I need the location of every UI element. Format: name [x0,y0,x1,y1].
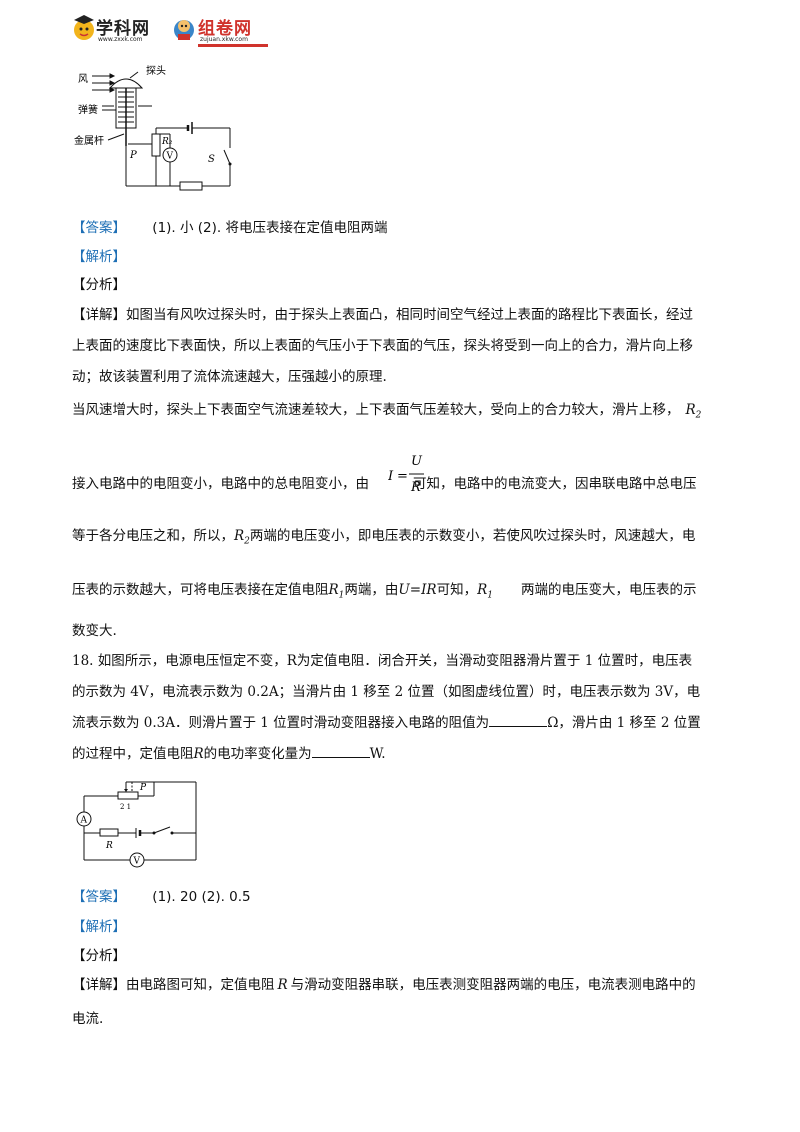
fig1-r2-label: R₂ [161,137,173,147]
q18-detail-text1a: 由电路图可知，定值电阻 [126,977,275,993]
q17-p2-text3a: 等于各分电压之和，所以， [72,528,234,544]
fig1-p-label: P [129,150,137,161]
q17-p2-sub4b: 1 [487,590,493,601]
q17-fenxi: 【分析】 [72,277,126,293]
mascot-icon [174,20,194,40]
q17-p2-line2: 接入电路中的电阻变小，电路中的总电阻变小，由 可知，电路中的电流变大，因串联电路中… [72,474,732,494]
q18-var4: R [193,746,204,762]
xueke-logo: 学科网 www.zxxk.com [72,12,164,48]
fig2-p-label: P [139,783,147,793]
q17-detail-line3: 动；故该装置利用了流体流速越大，压强越小的原理. [72,369,387,385]
q17-detail-tag: 【详解】 [72,307,126,323]
q18-line3: 流表示数为 0.3A．则滑片置于 1 位置时滑动变阻器接入电路的阻值为 Ω，滑片由… [72,713,732,733]
q17-p2-var4: R [328,582,339,598]
fig2-r-label: R [105,841,113,851]
q17-p2-text2a: 接入电路中的电阻变小，电路中的总电阻变小，由 [72,476,369,492]
q18-answer-text: (1). 20 (2). 0.5 [152,889,251,905]
q17-p2-text4d: 两端的电压变大，电压表的示 [521,582,697,598]
q17-p2-text1: 当风速增大时，探头上下表面空气流速差较大，上下表面气压差较大，受向上的合力较大，… [72,402,680,418]
q17-p2-line3: 等于各分电压之和，所以，R2两端的电压变小，即电压表的示数变小，若使风吹过探头时… [72,526,732,552]
q17-detail-line2: 上表面的速度比下表面快，所以上表面的气压小于下表面的气压，探头将受到一向上的合力… [72,338,693,354]
logo2-url: zujuan.xkw.com [200,36,248,43]
q18-blank2 [311,745,370,758]
q17-analysis-label: 【解析】 [72,249,126,265]
q17-detail-text1: 如图当有风吹过探头时，由于探头上表面凸，相同时间空气经过上表面的路程比下表面长，… [126,307,693,323]
q17-detail-line1: 【详解】如图当有风吹过探头时，由于探头上表面凸，相同时间空气经过上表面的路程比下… [72,305,732,325]
rheostat [117,791,139,800]
q18-detail-line2: 电流. [72,1011,104,1027]
q17-p2-text3b: 两端的电压变小，即电压表的示数变小，若使风吹过探头时，风速越大，电 [249,528,696,544]
q17-p2-sub4: 1 [338,590,345,601]
r1-resistor [179,181,203,191]
probe-dome [108,78,144,89]
wind-probe-circuit-diagram: 风 探头 弹簧 金属杆 R₁ S R₂ P V [74,64,232,191]
fig1-v-label: V [166,152,174,162]
q17-p2-var-r: R [685,402,696,418]
fig1-rod-label: 金属杆 [74,134,104,147]
q18-line4: 的过程中，定值电阻R的电功率变化量为 W. [72,744,732,764]
q17-p2-line1: 当风速增大时，探头上下表面空气流速差较大，上下表面气压差较大，受向上的合力较大，… [72,400,732,426]
q17-p2-var3: R [234,528,245,544]
fig2-pos-label: 2 1 [120,803,131,811]
formula-num: U [411,454,423,469]
q18-blank1 [489,714,548,727]
q18-analysis: 【解析】 [72,917,732,937]
q18-text4c: W. [369,746,386,762]
slider-arrow [124,789,128,792]
q17-p2-var4b: R [477,582,488,598]
switch [153,826,171,834]
q18-line2: 的示数为 4V，电流表示数为 0.2A；当滑片由 1 移至 2 位置（如图虚线位… [72,684,701,700]
logo1-name: 学科网 [96,19,150,39]
formula-den: R [410,480,421,495]
q18-detail-var: R [277,977,288,993]
q17-p2-sub3: 2 [244,536,250,547]
q18-line1: 18. 如图所示，电源电压恒定不变，R为定值电阻．闭合开关，当滑动变阻器滑片置于… [72,653,693,669]
fig2-v-label: V [133,857,141,867]
formula-eq: = [397,469,408,484]
q18-analysis-label: 【解析】 [72,919,126,935]
mascot-icon [74,15,94,40]
q18-text4a: 的过程中，定值电阻 [72,746,194,762]
fixed-resistor-r [99,828,119,837]
q17-p2-text4b: 两端，由 [344,582,399,598]
q17-p2-eq4: U=IR [398,582,437,598]
q18-answer: 【答案】 (1). 20 (2). 0.5 [72,887,732,907]
fig2-a-label: A [80,816,88,826]
q17-answer: 【答案】 (1). 小 (2). 将电压表接在定值电阻两端 [72,218,732,238]
q17-p2-text2b: 可知，电路中的电流变大，因串联电路中总电压 [413,476,697,492]
formula-lhs: I [388,469,394,484]
q17-p2-var-sub: 2 [695,410,702,421]
zujuan-logo: 组卷网 zujuan.xkw.com [172,12,272,48]
fig1-wind-label: 风 [78,73,88,85]
logo2-bar [198,44,268,47]
r2-rheostat [151,133,161,157]
wind-arrows [92,73,116,93]
q18-fenxi: 【分析】 [72,948,126,964]
fig1-probe-label: 探头 [146,64,166,77]
q18-detail-tag: 【详解】 [72,977,126,993]
q18-answer-tag: 【答案】 [72,889,126,905]
q18-circuit-diagram: A R V P 2 1 [76,781,197,868]
q17-answer-tag: 【答案】 [72,220,126,236]
q17-answer-text: (1). 小 (2). 将电压表接在定值电阻两端 [152,220,388,236]
q17-p2-text4a: 压表的示数越大，可将电压表接在定值电阻 [72,582,329,598]
q17-analysis-tag: 【解析】 [72,247,732,267]
logo2-name: 组卷网 [198,19,252,39]
q17-p2-line5: 数变大. [72,623,117,639]
fig1-s-label: S [208,154,215,165]
formula-ohms-law: I = U R [388,454,424,495]
logo1-url: www.zxxk.com [98,36,143,43]
q17-p2-text4c: 可知， [436,582,478,598]
fig1-spring-label: 弹簧 [78,103,98,116]
q18-detail-text1b: 与滑动变阻器串联，电压表测变阻器两端的电压，电流表测电路中的 [290,977,696,993]
q18-text3a: 流表示数为 0.3A．则滑片置于 1 位置时滑动变阻器接入电路的阻值为 [72,715,490,731]
q18-text4b: 的电功率变化量为 [203,746,312,762]
switch-s [223,149,231,165]
q18-text3b: Ω，滑片由 1 移至 2 位置 [547,715,701,731]
